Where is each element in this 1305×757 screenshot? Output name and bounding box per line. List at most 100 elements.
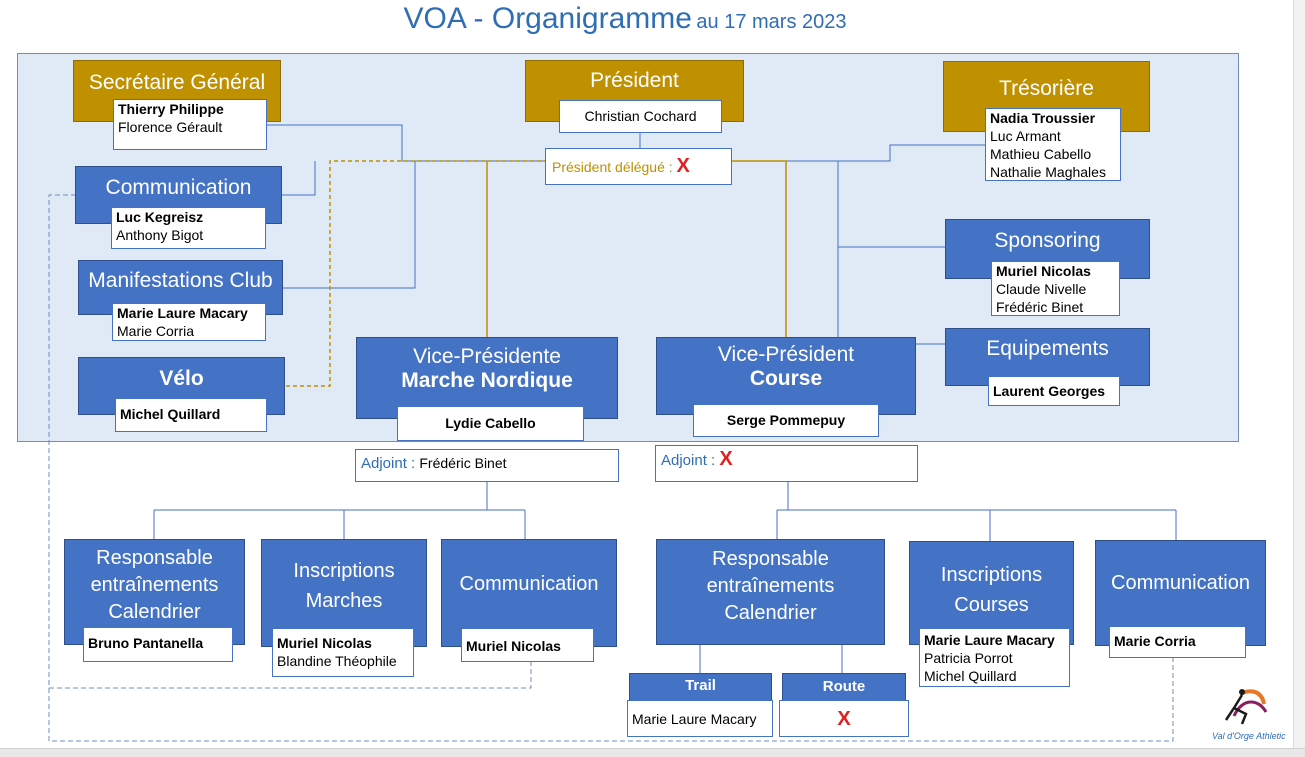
secretaire-name-2: Florence Gérault <box>118 119 223 135</box>
communication-top-names: Luc Kegreisz Anthony Bigot <box>111 207 266 249</box>
marche-communication-line1: Communication <box>459 573 599 595</box>
scrollbar-horizontal[interactable] <box>0 748 1305 757</box>
connector-communication-top <box>282 161 316 196</box>
marche-resp-line2: entraînements <box>90 574 219 596</box>
adjoint-marche-box: Adjoint : Frédéric Binet <box>355 449 619 482</box>
trail-name-box: Marie Laure Macary <box>627 700 773 737</box>
connector-communication-marche-dashed <box>49 662 532 689</box>
equipements-label: Equipements <box>986 337 1109 360</box>
sponsoring-name-3: Frédéric Binet <box>996 299 1084 315</box>
marche-inscriptions-name-1: Muriel Nicolas <box>277 635 372 651</box>
course-inscriptions-name-2: Patricia Porrot <box>924 650 1013 666</box>
tresoriere-names: Nadia Troussier Luc Armant Mathieu Cabel… <box>985 108 1121 181</box>
marche-inscriptions-line1: Inscriptions <box>293 560 395 582</box>
connector-sponsoring <box>837 161 945 248</box>
connector-velo <box>286 160 545 387</box>
title-date: au 17 mars 2023 <box>696 11 847 33</box>
adjoint-course-value: X <box>719 448 733 470</box>
tresoriere-name-3: Mathieu Cabello <box>990 146 1092 162</box>
president-name-box: Christian Cochard <box>559 100 722 133</box>
manifestations-label: Manifestations Club <box>88 269 273 292</box>
marche-resp-entrainements-header: Responsable entraînements Calendrier <box>64 539 245 645</box>
tresoriere-name-1: Nadia Troussier <box>990 110 1096 126</box>
adjoint-marche-label: Adjoint : <box>361 455 416 472</box>
page-title: VOA - Organigramme au 17 mars 2023 <box>0 2 1250 36</box>
velo-name-1: Michel Quillard <box>120 406 221 422</box>
marche-inscriptions-line2: Marches <box>305 590 383 612</box>
president-label: Président <box>590 69 679 92</box>
connector-communication-dashed <box>48 194 1174 742</box>
vp-course-header: Vice-Président Course <box>656 337 916 415</box>
secretaire-names: Thierry Philippe Florence Gérault <box>113 99 267 150</box>
sponsoring-name-2: Claude Nivelle <box>996 281 1087 297</box>
tresoriere-label: Trésorière <box>999 77 1094 100</box>
marche-resp-names: Bruno Pantanella <box>83 627 233 662</box>
trail-name: Marie Laure Macary <box>632 711 757 727</box>
velo-names: Michel Quillard <box>115 398 267 432</box>
connector-tresoriere <box>838 144 985 162</box>
scrollbar-vertical[interactable] <box>1293 0 1305 748</box>
course-inscriptions-line1: Inscriptions <box>940 564 1043 586</box>
course-resp-line2: entraînements <box>706 575 835 597</box>
route-value: X <box>837 708 851 730</box>
manifestations-name-1: Marie Laure Macary <box>117 305 248 321</box>
course-inscriptions-line2: Courses <box>954 594 1029 616</box>
trail-label: Trail <box>685 677 716 694</box>
communication-top-name-1: Luc Kegreisz <box>116 209 204 225</box>
adjoint-course-box: Adjoint : X <box>655 445 918 482</box>
secretaire-name-1: Thierry Philippe <box>118 101 224 117</box>
marche-resp-line1: Responsable <box>96 547 213 569</box>
course-resp-entrainements-header: Responsable entraînements Calendrier <box>656 539 885 645</box>
equipements-names: Laurent Georges <box>988 376 1120 406</box>
course-communication-names: Marie Corria <box>1109 626 1246 658</box>
logo-text: Val d'Orge Athletic <box>1212 731 1286 741</box>
connector-vp-course-gold <box>732 160 787 337</box>
president-name: Christian Cochard <box>584 108 697 124</box>
sponsoring-name-1: Muriel Nicolas <box>996 263 1091 279</box>
president-delegue-label: Président délégué : <box>552 159 673 175</box>
connector-manifestations <box>282 161 416 289</box>
course-communication-line1: Communication <box>1111 572 1250 594</box>
vp-marche-name-box: Lydie Cabello <box>397 406 584 441</box>
vp-marche-name: Lydie Cabello <box>445 415 536 431</box>
marche-inscriptions-name-2: Blandine Théophile <box>277 653 397 669</box>
vp-marche-header: Vice-Présidente Marche Nordique <box>356 337 618 419</box>
vp-course-name: Serge Pommepuy <box>726 412 846 428</box>
club-logo: Val d'Orge Athletic <box>1212 686 1290 742</box>
course-inscriptions-name-3: Michel Quillard <box>924 668 1017 684</box>
vp-course-name-box: Serge Pommepuy <box>693 404 879 437</box>
president-delegue-box: Président délégué : X <box>545 148 732 185</box>
course-resp-line3: Calendrier <box>724 602 817 624</box>
marche-communication-names: Muriel Nicolas <box>461 628 594 662</box>
route-label: Route <box>822 678 866 695</box>
course-inscriptions-header: Inscriptions Courses <box>909 541 1074 645</box>
manifestations-names: Marie Laure Macary Marie Corria <box>112 303 266 341</box>
adjoint-course-label: Adjoint : <box>661 452 716 469</box>
course-resp-line1: Responsable <box>712 548 829 570</box>
president-delegue-value: X <box>676 155 690 177</box>
connector-secretaire <box>267 124 545 162</box>
title-main: VOA - Organigramme <box>403 2 692 35</box>
course-inscriptions-names: Marie Laure Macary Patricia Porrot Miche… <box>919 628 1070 687</box>
route-value-box: X <box>779 700 909 737</box>
communication-top-name-2: Anthony Bigot <box>116 227 204 243</box>
marche-resp-line3: Calendrier <box>108 601 201 623</box>
equipements-name-1: Laurent Georges <box>993 383 1106 399</box>
marche-inscriptions-names: Muriel Nicolas Blandine Théophile <box>272 628 414 677</box>
velo-label: Vélo <box>159 367 204 390</box>
vp-marche-line2: Marche Nordique <box>401 369 573 392</box>
vp-course-line2: Course <box>749 367 823 390</box>
secretaire-label: Secrétaire Général <box>88 71 266 94</box>
sponsoring-names: Muriel Nicolas Claude Nivelle Frédéric B… <box>991 261 1120 316</box>
marche-communication-name-1: Muriel Nicolas <box>466 638 561 654</box>
adjoint-marche-name: Frédéric Binet <box>419 455 507 471</box>
communication-top-label: Communication <box>105 176 252 199</box>
runner-icon <box>1224 689 1268 725</box>
tresoriere-name-2: Luc Armant <box>990 128 1061 144</box>
tresoriere-name-4: Nathalie Maghales <box>990 164 1106 180</box>
manifestations-name-2: Marie Corria <box>117 323 195 339</box>
course-inscriptions-name-1: Marie Laure Macary <box>924 632 1055 648</box>
marche-resp-name-1: Bruno Pantanella <box>88 635 204 651</box>
course-communication-name-1: Marie Corria <box>1114 633 1196 649</box>
